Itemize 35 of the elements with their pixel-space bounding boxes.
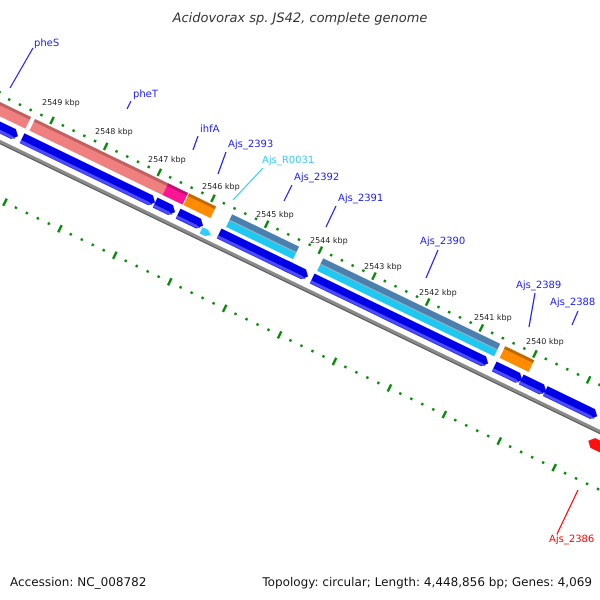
leader-line: [232, 168, 264, 200]
gene-label: Ajs_2389: [516, 279, 562, 292]
genome-summary-note: Topology: circular; Length: 4,448,856 bp; Genes: 4,069: [262, 574, 592, 591]
tick-label: 2544 kbp: [310, 236, 348, 246]
tick-label: 2541 kbp: [474, 313, 512, 323]
tick-label: 2547 kbp: [148, 155, 186, 165]
tick-label: 2545 kbp: [256, 210, 294, 220]
leader-line: [556, 490, 579, 534]
leader-line: [217, 152, 227, 174]
accession-note: Accession: NC_008782: [10, 574, 146, 591]
gene-label: Ajs_2386: [549, 533, 594, 546]
gene-label: Ajs_2390: [420, 235, 466, 248]
gene-label: Ajs_R0031: [262, 154, 314, 167]
gene-label: Ajs_2393: [228, 138, 274, 151]
leader-line: [126, 100, 132, 110]
gene-label: pheS: [34, 37, 60, 50]
tick-label: 2543 kbp: [364, 262, 402, 272]
leader-line: [528, 292, 536, 328]
tick-label: 2548 kbp: [95, 127, 133, 137]
leader-line: [425, 250, 439, 278]
gene-label: ihfA: [200, 123, 220, 136]
leader-line: [571, 310, 579, 326]
leader-line: [325, 206, 337, 228]
leader-line: [283, 184, 293, 202]
tick-label: 2540 kbp: [526, 337, 564, 347]
gene-label: Ajs_2388: [550, 296, 596, 309]
leader-line: [9, 48, 34, 88]
tick-label: 2546 kbp: [202, 182, 240, 192]
leader-line: [192, 136, 199, 150]
gene-label: pheT: [133, 88, 158, 101]
tick-label: 2542 kbp: [419, 288, 457, 298]
gene-label: Ajs_2391: [338, 192, 384, 205]
tick-label: 2549 kbp: [42, 98, 80, 108]
gene-label: Ajs_2392: [294, 171, 340, 184]
diagram-title: Acidovorax sp. JS42, complete genome: [171, 10, 428, 28]
